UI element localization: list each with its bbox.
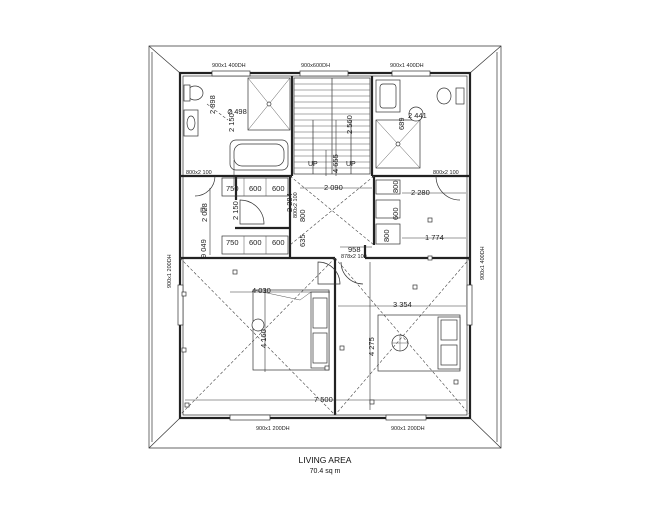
dim-600-top-a: 600 <box>249 184 262 193</box>
dim-4160: 4 160 <box>259 329 268 348</box>
stair-up-label-1: UP <box>308 161 318 168</box>
dim-600-bottom-b: 600 <box>272 238 285 247</box>
dim-750-bottom: 750 <box>226 238 239 247</box>
dim-600-top-b: 600 <box>272 184 285 193</box>
stair-up-label-2: UP <box>346 161 356 168</box>
dim-800-center: 800 <box>298 209 307 222</box>
dim-4655: 4 655 <box>331 154 340 173</box>
window-label-small-left: 800x2 100 <box>186 170 212 176</box>
dim-3354: 3 354 <box>393 300 412 309</box>
window-label-bottom-left: 900x1 200DH <box>256 426 290 432</box>
dim-4030: 4 030 <box>252 286 271 295</box>
dim-2028: 2 028 <box>200 203 209 222</box>
window-label-top-right: 900x1 400DH <box>390 63 424 69</box>
bed-left <box>252 289 330 371</box>
dim-2284: 2 284 <box>285 193 294 212</box>
dim-2280: 2 280 <box>411 188 430 197</box>
dim-750-top: 750 <box>226 184 239 193</box>
dim-2090: 2 090 <box>324 183 343 192</box>
electrical-marks <box>181 207 459 408</box>
dim-2150: 2 150 <box>227 113 236 132</box>
dim-2560: 2 560 <box>345 115 354 134</box>
dim-600-right: 600 <box>391 207 400 220</box>
dim-600-bottom-a: 600 <box>249 238 262 247</box>
window-label-top-left: 900x1 400DH <box>212 63 246 69</box>
plan-title: LIVING AREA <box>299 455 352 465</box>
dim-2441: 2 441 <box>408 111 427 120</box>
plan-area: 70.4 sq m <box>310 468 341 475</box>
dim-689: 689 <box>397 117 406 130</box>
window-label-right-side: 900x1 400DH <box>480 246 486 280</box>
bathroom-right <box>375 79 465 169</box>
dim-9049: 9 049 <box>199 239 208 258</box>
dim-800-right-a: 800 <box>391 180 400 193</box>
bathroom-left <box>183 77 291 171</box>
dim-1774: 1 774 <box>425 233 444 242</box>
dim-958: 958 <box>348 245 361 254</box>
window-label-door: 878x2 100 <box>341 254 367 260</box>
window-label-top-middle: 900x600DH <box>301 63 330 69</box>
cabinets <box>221 177 401 255</box>
staircase <box>293 77 371 175</box>
dim-7500: 7 500 <box>314 395 333 404</box>
dim-800-right-b: 800 <box>382 229 391 242</box>
dim-2150-mid: 2 150 <box>231 201 240 220</box>
dim-4275: 4 275 <box>367 337 376 356</box>
window-label-bottom-right: 900x1 200DH <box>391 426 425 432</box>
window-label-left-side: 900x1 200DH <box>167 254 173 288</box>
dimension-lines <box>185 120 466 410</box>
dashed-lines <box>179 103 471 416</box>
dim-2898: 2 898 <box>208 95 217 114</box>
dim-635: 635 <box>298 234 307 247</box>
bed-right <box>251 314 461 372</box>
roof-outline <box>148 45 502 449</box>
window-label-small-right: 800x2 100 <box>433 170 459 176</box>
windows <box>177 70 473 421</box>
window-label-small-center: 800x2 100 <box>293 192 299 218</box>
dim-2498: 2 498 <box>228 107 247 116</box>
